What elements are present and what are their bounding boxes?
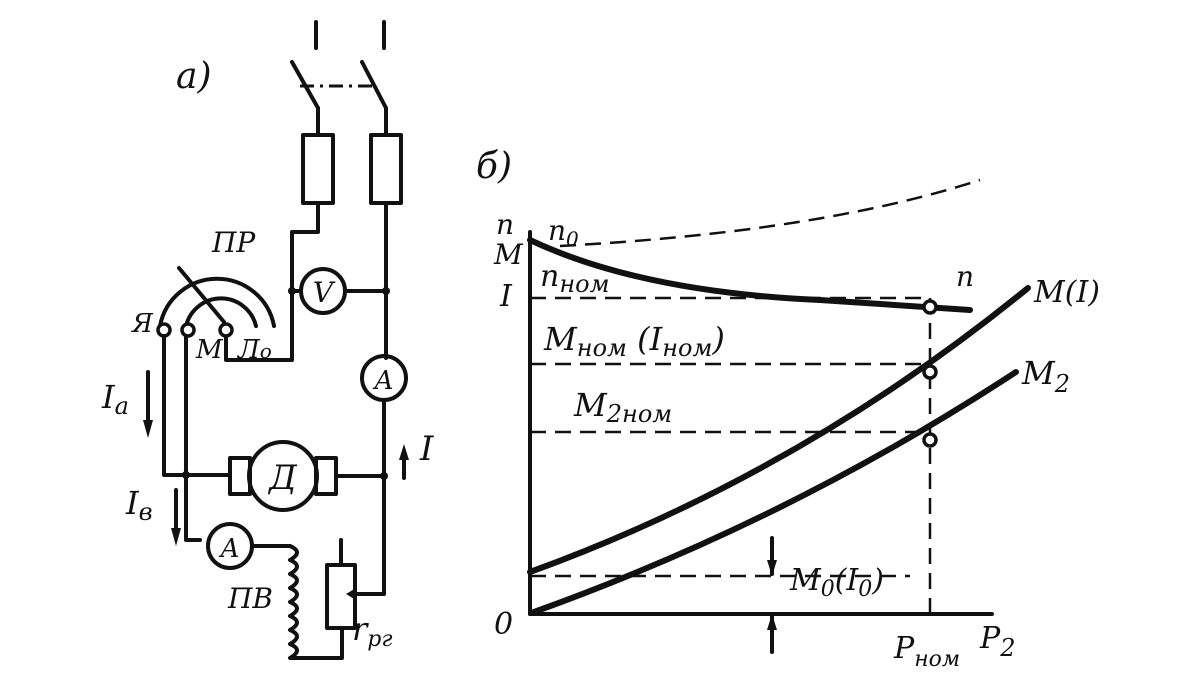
current-armature-label: Iа: [101, 378, 129, 420]
rheostat-label: rрг: [352, 610, 393, 652]
fuse-left: [301, 133, 335, 205]
ammeter-main-label: A: [373, 366, 394, 396]
ammeter-field-label: A: [219, 534, 240, 564]
voltmeter-label: V: [313, 276, 336, 309]
n0-label: n0: [548, 214, 579, 251]
p-nom-label: Pном: [893, 631, 960, 672]
main-switch: [290, 20, 388, 137]
axis-i-label: I: [499, 279, 513, 314]
starter-lever: [177, 266, 226, 324]
curve-m-label: M(I): [1033, 275, 1100, 310]
field-winding: [288, 544, 344, 660]
motor-label: Д: [267, 458, 298, 498]
current-field-label: Iв: [125, 484, 153, 526]
field-wire: [184, 334, 202, 542]
panel-b-characteristics: б) n M I 0 n0 nном Mном (Iном) M2ном M: [476, 146, 1100, 672]
m0-label: M0(I0): [789, 563, 884, 602]
starter-arc-inner: [184, 296, 258, 328]
panel-b-label: б): [476, 146, 512, 187]
terminal-ya-label: Я: [131, 309, 154, 339]
left-supply-wire: [224, 201, 320, 362]
starter-arc-outer: [158, 276, 276, 328]
terminal-lo-label: Ло: [236, 335, 272, 365]
starter-label: ПР: [211, 226, 256, 259]
n0-dashed-curve: [559, 178, 981, 248]
point-m2-nom: [922, 432, 938, 448]
terminal-m: [180, 322, 196, 338]
curve-torque-m: [527, 285, 1031, 575]
fuse-right: [369, 133, 403, 205]
p2-label: P2: [979, 621, 1015, 662]
axis-m-label: M: [493, 238, 524, 271]
terminal-m-label: М: [195, 335, 224, 365]
m2-nom-label: M2ном: [573, 386, 672, 428]
axis-n-label: n: [496, 208, 514, 241]
terminal-lo: [218, 322, 234, 338]
curve-torque-m2: [531, 369, 1019, 615]
panel-a-circuit: а) V A I ПР: [101, 20, 434, 660]
armature-wire: [162, 334, 232, 477]
voltmeter: [299, 267, 347, 315]
current-total-label: I: [419, 429, 434, 469]
curve-speed-n: [527, 237, 973, 313]
curve-n-label: n: [956, 260, 974, 293]
point-n-nom: [922, 299, 938, 315]
origin-label: 0: [494, 607, 513, 642]
panel-a-label: а): [176, 56, 212, 97]
n-nom-label: nном: [540, 259, 609, 298]
curve-m2-label: M2: [1021, 354, 1070, 398]
point-m-nom: [922, 364, 938, 380]
m-nom-label: Mном (Iном): [543, 320, 725, 362]
motor: [247, 440, 319, 512]
field-winding-label: ПВ: [227, 582, 273, 615]
